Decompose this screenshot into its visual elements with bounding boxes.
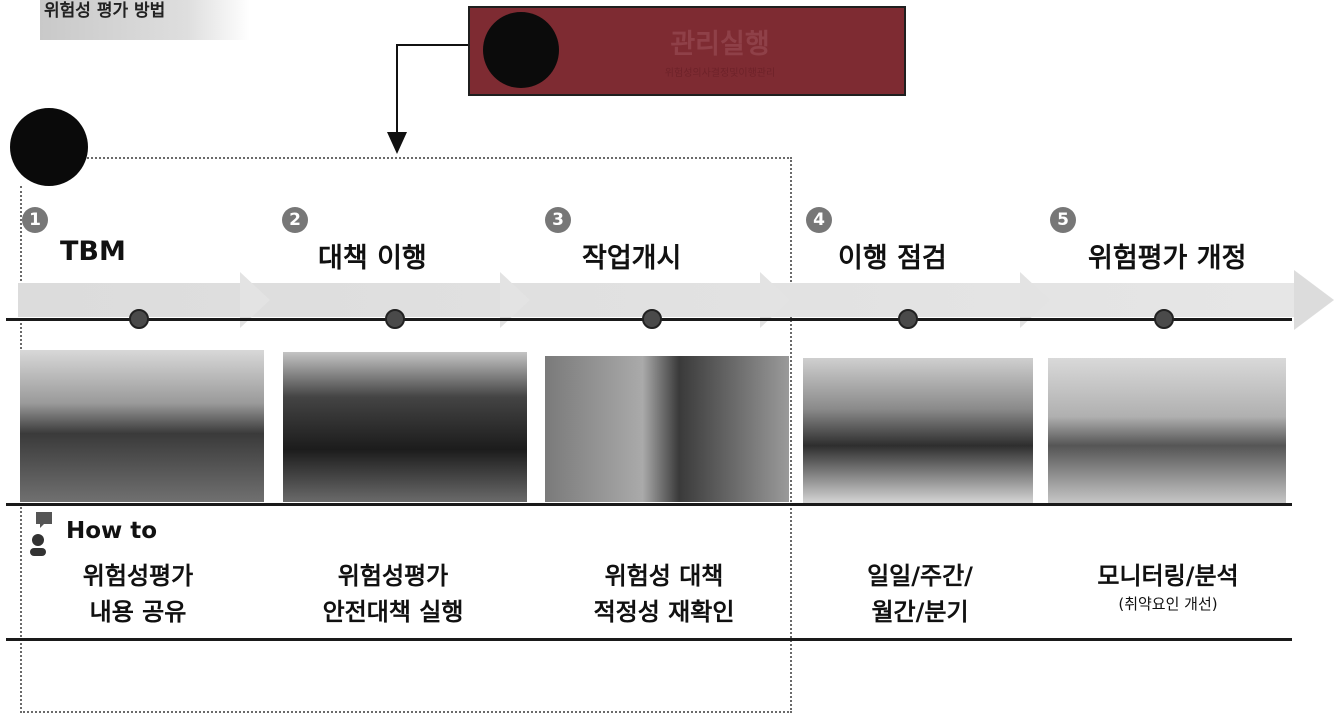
timeline-node-4 — [898, 309, 918, 329]
connector-line — [396, 44, 468, 134]
management-subtitle: 위험성의사결정및이행관리 — [664, 68, 776, 79]
step-description-5: 모니터링/분석 (취약요인 개선) — [1050, 558, 1286, 614]
step-description-4: 일일/주간/ 월간/분기 — [802, 558, 1038, 630]
photo-tbm — [20, 350, 264, 502]
management-circle — [483, 12, 559, 88]
desc-line: 내용 공유 — [89, 598, 187, 626]
step-title-3: 작업개시 — [582, 243, 682, 274]
how-to-label: How to — [66, 518, 158, 544]
photo-revision — [1048, 358, 1286, 504]
desc-line: 월간/분기 — [871, 598, 969, 626]
desc-line: 안전대책 실행 — [322, 598, 464, 626]
step-description-3: 위험성 대책 적정성 재확인 — [546, 558, 782, 630]
timeline-node-1 — [129, 309, 149, 329]
step-number-4: 4 — [806, 207, 832, 233]
step-title-4: 이행 점검 — [838, 243, 947, 274]
grouping-marker-dot — [10, 108, 88, 186]
band-arrow-tip — [1294, 270, 1334, 330]
timeline-node-3 — [642, 309, 662, 329]
timeline-node-5 — [1154, 309, 1174, 329]
page-tag: 위험성 평가 방법 — [40, 0, 250, 40]
desc-line: 모니터링/분석 — [1097, 562, 1239, 590]
desc-line: 위험성평가 — [337, 562, 449, 590]
desc-line: 위험성평가 — [82, 562, 194, 590]
step-number-5: 5 — [1050, 207, 1076, 233]
desc-line: 위험성 대책 — [604, 562, 724, 590]
timeline-node-2 — [385, 309, 405, 329]
page-title: 위험성 평가 방법 — [44, 1, 166, 21]
step-number-1: 1 — [22, 207, 48, 233]
step-number-2: 2 — [282, 207, 308, 233]
step-description-1: 위험성평가 내용 공유 — [20, 558, 256, 630]
photo-inspection — [803, 358, 1033, 504]
step-title-1: TBM — [60, 236, 126, 267]
grouping-box — [20, 157, 792, 713]
description-top-line — [6, 503, 1292, 506]
photo-countermeasure — [283, 352, 527, 502]
step-title-2: 대책 이행 — [318, 243, 427, 274]
photo-work-start — [545, 356, 789, 502]
desc-note: (취약요인 개선) — [1118, 595, 1218, 613]
person-idea-icon — [30, 512, 52, 556]
desc-line: 일일/주간/ — [867, 562, 973, 590]
description-bottom-line — [6, 638, 1292, 641]
connector-arrowhead — [387, 132, 407, 154]
step-title-5: 위험평가 개정 — [1088, 243, 1247, 274]
management-title: 관리실행 — [670, 29, 770, 60]
step-number-3: 3 — [545, 207, 571, 233]
desc-line: 적정성 재확인 — [593, 598, 735, 626]
step-description-2: 위험성평가 안전대책 실행 — [275, 558, 511, 630]
